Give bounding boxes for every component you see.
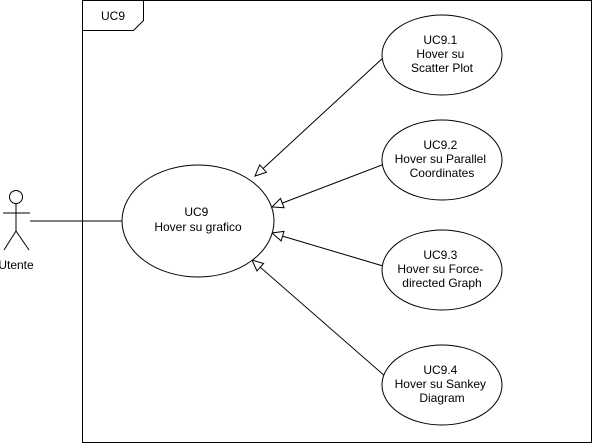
use-case-main-label: UC9 Hover su grafico (154, 205, 242, 234)
use-case-uc9-4-ellipse (381, 344, 503, 426)
actor-head (9, 190, 23, 204)
actor-utente[interactable]: Utente (0, 190, 34, 273)
use-case-uc9-4-line-1: UC9.4 (423, 363, 457, 377)
use-case-uc9-3-ellipse (381, 229, 503, 311)
use-case-uc9-3[interactable]: UC9.3 Hover su Force- directed Graph (381, 229, 503, 311)
use-case-uc9-4-line-2: Hover su Sankey (395, 377, 486, 391)
use-case-uc9-4-line-3: Diagram (419, 391, 464, 405)
frame-label-tab (82, 0, 144, 31)
use-case-uc9-1[interactable]: UC9.1 Hover su Scatter Plot (381, 14, 503, 96)
use-case-uc9-1-line-2: Hover su (416, 47, 464, 61)
use-case-main-ellipse (121, 164, 275, 278)
generalization-arrow-uc9-1 (254, 55, 386, 177)
use-case-uc9-1-line-1: UC9.1 (423, 33, 457, 47)
use-case-uc9-3-line-2: Hover su Force- (397, 262, 483, 276)
actor-leg-left (3, 230, 17, 251)
use-case-uc9-2-line-1: UC9.2 (423, 138, 457, 152)
use-case-main-line-1: UC9 (184, 205, 208, 219)
actor-leg-right (15, 230, 30, 251)
frame-label: UC9 (101, 9, 125, 23)
use-case-uc9-4[interactable]: UC9.4 Hover su Sankey Diagram (381, 344, 503, 426)
use-case-uc9-1-line-3: Scatter Plot (411, 61, 474, 75)
actor-label: Utente (0, 258, 34, 272)
use-case-uc9-3-label: UC9.3 Hover su Force- directed Graph (397, 248, 486, 290)
use-case-uc9-1-ellipse (381, 14, 503, 96)
use-case-uc9-3-line-3: directed Graph (402, 276, 481, 290)
use-case-main-line-2: Hover su grafico (154, 220, 242, 234)
use-case-uc9-1-label: UC9.1 Hover su Scatter Plot (411, 33, 474, 75)
use-case-main[interactable]: UC9 Hover su grafico (121, 164, 275, 278)
use-case-uc9-2-label: UC9.2 Hover su Parallel Coordinates (395, 138, 490, 180)
use-case-uc9-4-label: UC9.4 Hover su Sankey Diagram (395, 363, 490, 405)
generalization-arrow-uc9-3 (270, 230, 384, 267)
generalization-arrow-uc9-4 (251, 259, 387, 378)
use-case-uc9-3-line-1: UC9.3 (423, 248, 457, 262)
use-case-uc9-2-line-3: Coordinates (410, 166, 475, 180)
use-case-uc9-2-ellipse (381, 119, 503, 201)
generalization-arrow-uc9-2 (270, 164, 383, 209)
use-case-uc9-2-line-2: Hover su Parallel (395, 152, 486, 166)
use-case-uc9-2[interactable]: UC9.2 Hover su Parallel Coordinates (381, 119, 503, 201)
